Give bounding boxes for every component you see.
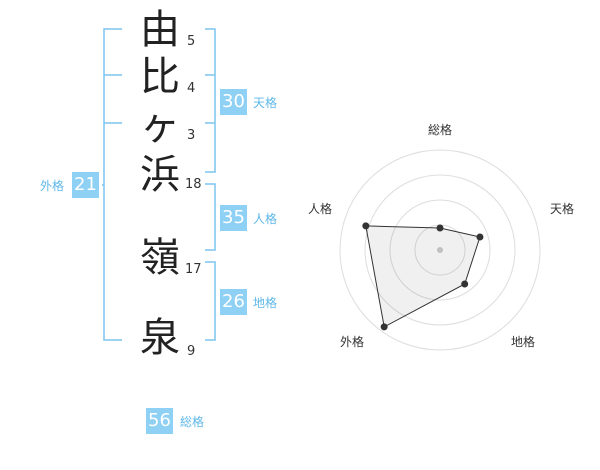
name-char-1: 由 bbox=[140, 7, 180, 53]
radar-center bbox=[437, 247, 443, 253]
name-char-3: ヶ bbox=[140, 103, 180, 149]
radar-label-jinkaku: 人格 bbox=[308, 202, 333, 216]
stroke-count-3: 3 bbox=[187, 128, 196, 143]
radar-polygon bbox=[365, 225, 481, 328]
stroke-count-1: 5 bbox=[187, 34, 196, 49]
chikaku-bracket bbox=[205, 261, 216, 341]
radar-rings bbox=[339, 149, 541, 351]
radar-label-chikaku: 地格 bbox=[511, 335, 536, 349]
radar-point-3 bbox=[461, 280, 469, 288]
jinkaku-label: 人格 bbox=[253, 212, 278, 226]
jinkaku-bracket bbox=[205, 183, 216, 251]
radar-label-gaikaku: 外格 bbox=[340, 335, 365, 349]
radar-chart bbox=[339, 149, 541, 351]
radar-points bbox=[362, 222, 484, 331]
radar-point-4 bbox=[380, 323, 388, 331]
gaikaku-label: 外格 bbox=[40, 179, 65, 193]
name-char-2: 比 bbox=[140, 54, 180, 100]
radar-point-2 bbox=[476, 233, 484, 241]
radar-ring-3 bbox=[364, 174, 516, 326]
chikaku-value: 26 bbox=[220, 289, 247, 315]
radar-point-1 bbox=[436, 224, 444, 232]
stroke-count-6: 9 bbox=[187, 344, 196, 359]
stroke-count-5: 17 bbox=[185, 262, 202, 277]
name-char-5: 嶺 bbox=[140, 235, 180, 281]
radar-label-soukaku: 総格 bbox=[428, 123, 453, 137]
gaikaku-value: 21 bbox=[72, 172, 99, 198]
tenkaku-label: 天格 bbox=[253, 96, 278, 110]
radar-ring-2 bbox=[389, 199, 491, 301]
tenkaku-value: 30 bbox=[220, 89, 247, 115]
jinkaku-value: 35 bbox=[220, 205, 247, 231]
radar-label-tenkaku: 天格 bbox=[550, 202, 575, 216]
name-char-4: 浜 bbox=[140, 152, 180, 198]
stroke-count-2: 4 bbox=[187, 81, 196, 96]
radar-ring-4 bbox=[339, 149, 541, 351]
tenkaku-bracket bbox=[205, 28, 216, 173]
name-char-6: 泉 bbox=[140, 315, 180, 361]
chikaku-label: 地格 bbox=[253, 296, 278, 310]
radar-point-5 bbox=[362, 222, 370, 230]
stroke-count-4: 18 bbox=[185, 177, 202, 192]
soukaku-value: 56 bbox=[146, 408, 173, 434]
soukaku-label: 総格 bbox=[180, 415, 205, 429]
